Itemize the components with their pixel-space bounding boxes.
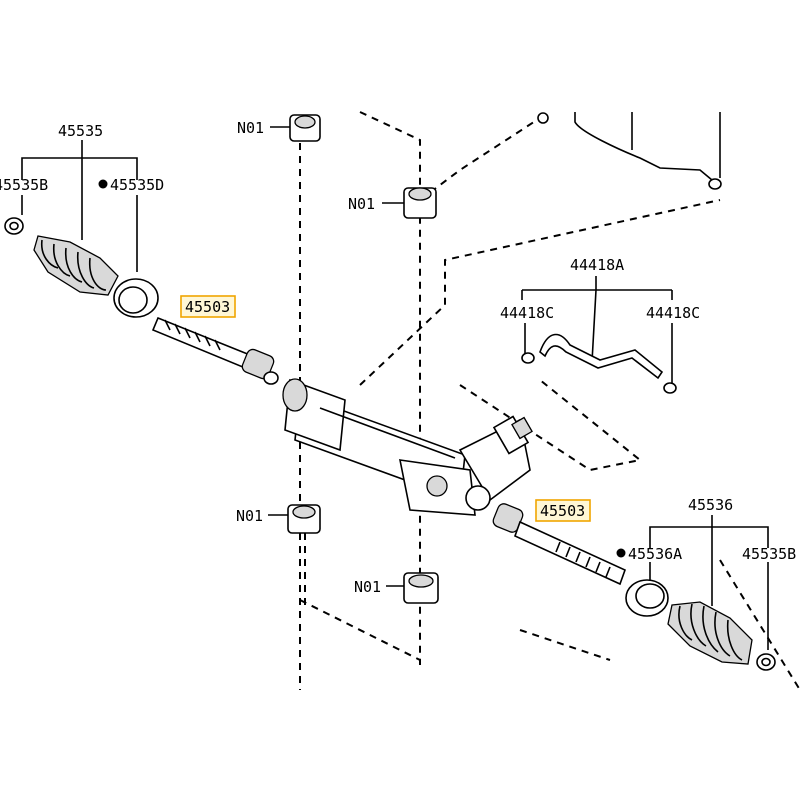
steering-rack-housing xyxy=(282,378,533,516)
bushing-bottom-1: N01 xyxy=(236,504,321,534)
right-boot-group: 45536 45536A 45535B xyxy=(616,496,796,671)
label-clamp-right-outer: 45535B xyxy=(742,545,796,563)
label-bushing-bottom-2: N01 xyxy=(354,578,381,596)
new-part-dot xyxy=(616,548,626,558)
right-tie-rod xyxy=(492,503,627,586)
label-rod-right: 45503 xyxy=(540,502,585,520)
label-boot-left: 45535 xyxy=(58,122,103,140)
new-part-dot xyxy=(98,179,108,189)
label-tube-left: 44418C xyxy=(500,304,554,322)
highlight-box-rod-left xyxy=(180,295,236,318)
label-bushing-top-1: N01 xyxy=(237,119,264,137)
right-small-clamp xyxy=(756,653,776,671)
left-ring-clamp xyxy=(113,278,159,318)
bushing-bottom-2: N01 xyxy=(354,572,439,604)
bushing-top-2: N01 xyxy=(348,187,437,219)
tube-set: 44418A 44418C 44418C xyxy=(500,112,722,394)
left-boot-group: 45535 45535B 45535D xyxy=(0,122,164,318)
label-rod-left: 45503 xyxy=(185,298,230,316)
left-bellows-boot xyxy=(33,235,119,296)
label-tube-right: 44418C xyxy=(646,304,700,322)
highlight-box-rod-right xyxy=(535,499,591,522)
label-bushing-top-2: N01 xyxy=(348,195,375,213)
left-tie-rod xyxy=(151,316,279,385)
right-ring-clamp xyxy=(625,579,669,617)
label-clamp-left-inner: 45535D xyxy=(110,176,164,194)
label-bushing-bottom-1: N01 xyxy=(236,507,263,525)
bushing-top-1: N01 xyxy=(237,114,321,142)
label-boot-right: 45536 xyxy=(688,496,733,514)
label-clamp-right-inner: 45536A xyxy=(628,545,682,563)
label-tube-set: 44418A xyxy=(570,256,624,274)
right-bellows-boot xyxy=(667,601,753,665)
label-clamp-left-outer: 45535B xyxy=(0,176,48,194)
